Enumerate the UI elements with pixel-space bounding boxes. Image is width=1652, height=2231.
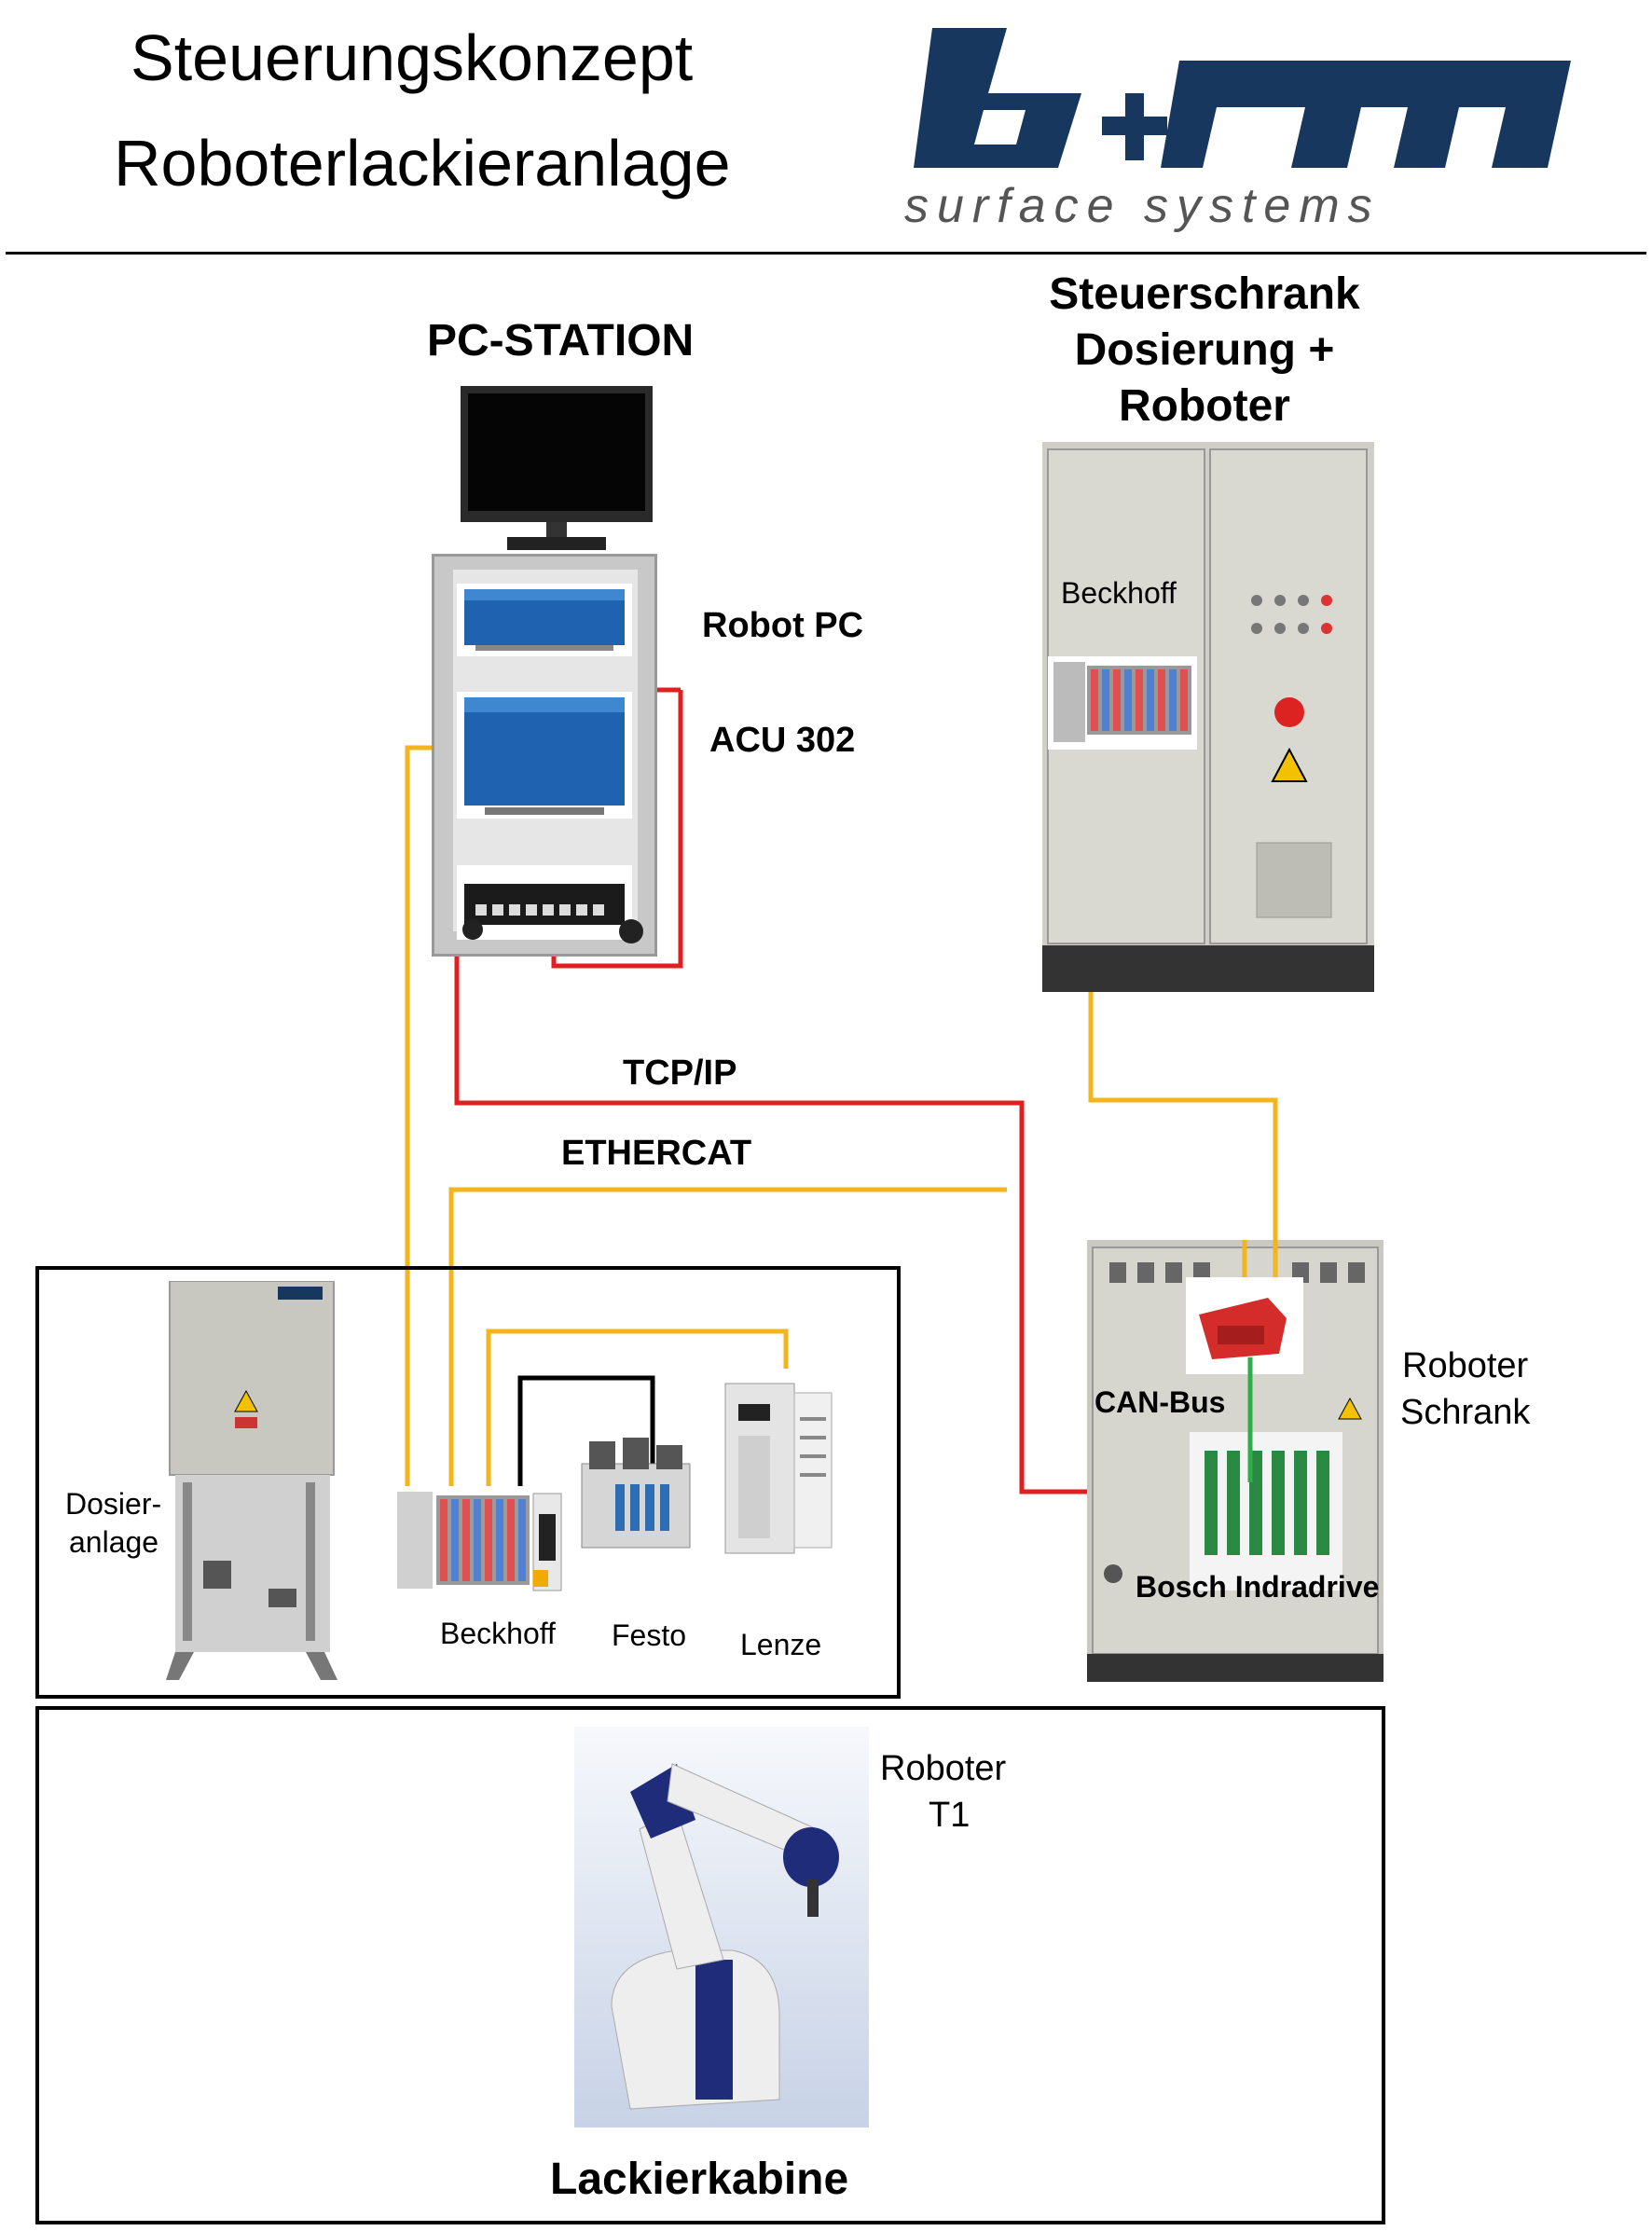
control-cabinet <box>1042 442 1374 992</box>
tcpip-line-main <box>454 937 1193 1494</box>
network-switch <box>457 865 632 940</box>
festo-valve-island <box>581 1438 691 1549</box>
logo-tagline: surface systems <box>904 179 1381 233</box>
ethercat-connector-robot <box>1242 1240 1278 1277</box>
dosieranlage-frame <box>35 1266 901 1699</box>
beckhoff-cabinet-label: Beckhoff <box>1061 576 1177 610</box>
acu-label: ACU 302 <box>709 721 856 760</box>
bm-logo: surface systems <box>904 28 1571 233</box>
pc-station-label: PC-STATION <box>427 316 695 365</box>
lackierkabine-label: Lackierkabine <box>550 2155 849 2204</box>
robot-cabinet <box>1087 1240 1384 1682</box>
roboter-t1-label-2: T1 <box>929 1796 971 1835</box>
monitor-icon <box>461 386 653 550</box>
lenze-drive <box>724 1383 833 1554</box>
steuerschrank-label-2: Dosierung + <box>1074 325 1335 375</box>
steuerschrank-label-3: Roboter <box>1119 381 1290 431</box>
ethercat-line-main <box>448 1187 1007 1494</box>
beckhoff-io-module <box>393 1486 567 1594</box>
dosieranlage-label-2: anlage <box>69 1525 159 1559</box>
dosing-unit-image <box>166 1281 337 1680</box>
bosch-label: Bosch Indradrive <box>1136 1570 1380 1604</box>
acu-unit <box>457 692 632 819</box>
robot-pc-label: Robot PC <box>702 606 864 645</box>
ethercat-line-lenze <box>486 1329 789 1494</box>
roboter-t1-label-1: Roboter <box>880 1749 1007 1788</box>
roboter-schrank-label-2: Schrank <box>1400 1393 1531 1432</box>
can-bus-label: CAN-Bus <box>1094 1385 1226 1419</box>
festo-label: Festo <box>612 1618 687 1652</box>
title-line-1: Steuerungskonzept <box>131 21 694 94</box>
canbus-connector <box>1247 1357 1253 1482</box>
roboter-schrank-label-1: Roboter <box>1402 1346 1529 1385</box>
beckhoff-label: Beckhoff <box>440 1617 556 1650</box>
title-line-2: Roboterlackieranlage <box>114 127 731 200</box>
rack-wheel-left <box>462 919 483 940</box>
tcpip-label: TCP/IP <box>623 1054 737 1093</box>
steuerschrank-label-1: Steuerschrank <box>1049 269 1360 319</box>
robot-pc-unit <box>457 584 632 656</box>
lenze-label: Lenze <box>740 1628 822 1661</box>
header-divider <box>6 252 1646 255</box>
rack-wheel-right <box>619 919 643 943</box>
robot-t1-image <box>574 1727 869 2128</box>
wire-beckhoff-festo <box>517 1375 655 1494</box>
dosieranlage-label-1: Dosier- <box>65 1487 162 1521</box>
lackierkabine-frame <box>35 1706 1385 2224</box>
ethercat-label: ETHERCAT <box>561 1134 752 1173</box>
